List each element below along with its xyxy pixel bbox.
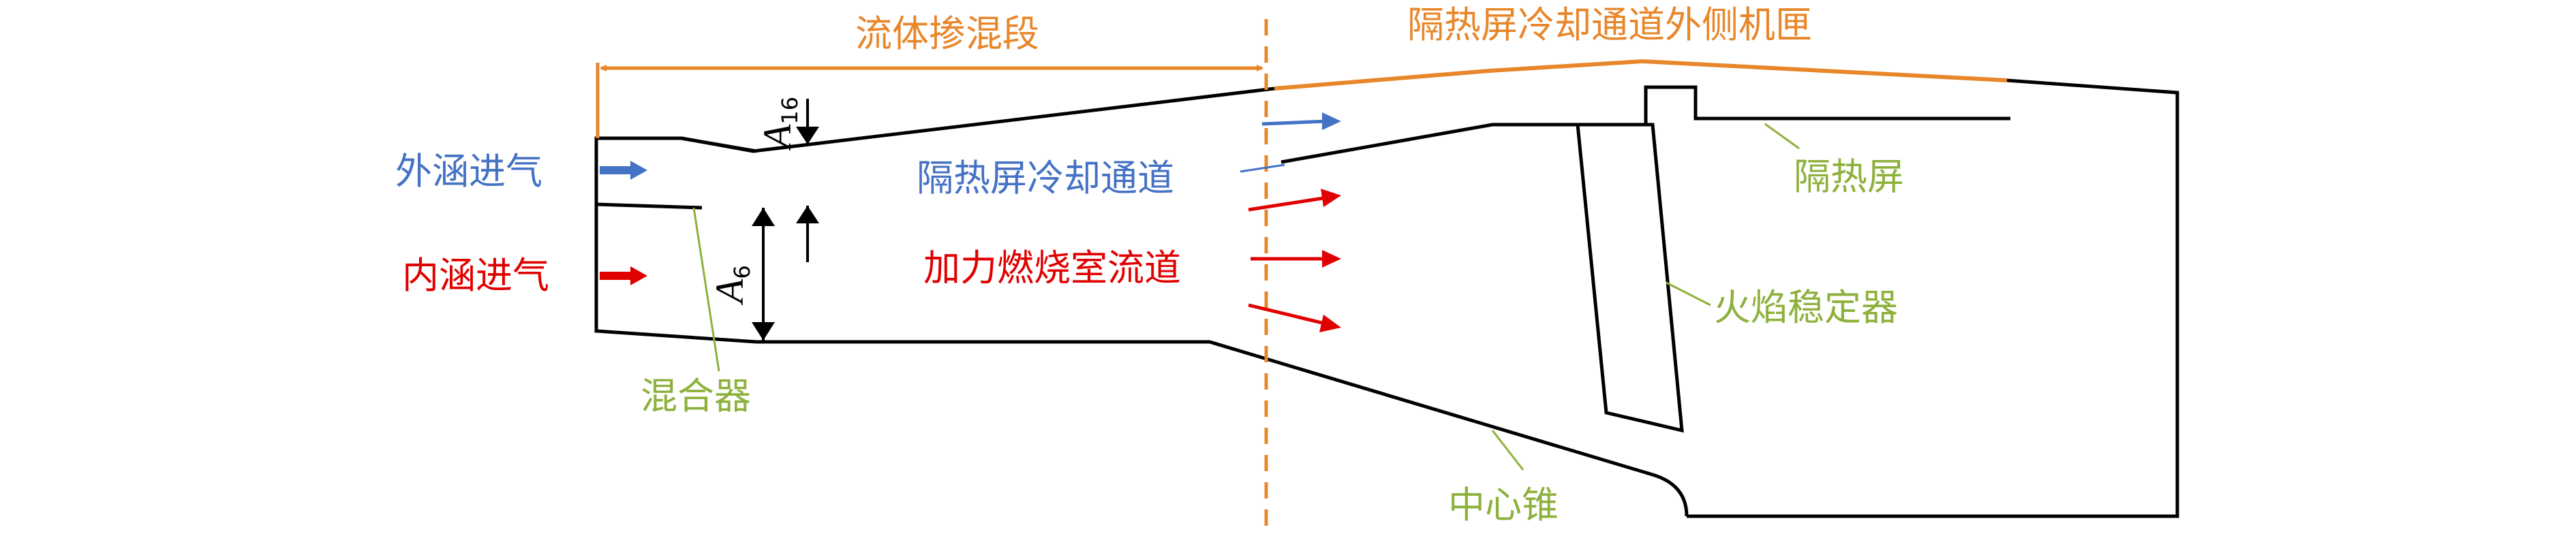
flame-holder-label: 火焰稳定器 [1714, 286, 1898, 329]
a16-label: A16 [755, 97, 803, 151]
flame-holder-leader [1666, 281, 1711, 306]
a6-label: A6 [707, 265, 755, 306]
center-cone-line [756, 340, 1653, 477]
bypass-inlet-label: 外涵进气 [395, 150, 542, 193]
casing-orange-line [1274, 59, 2008, 91]
afterburner-arrow-1 [1248, 189, 1341, 212]
casing-label: 隔热屏冷却通道外侧机匣 [1407, 3, 1812, 46]
heat-shield-leader [1764, 123, 1800, 150]
afterburner-channel-label: 加力燃烧室流道 [923, 247, 1181, 289]
casing-outline [594, 78, 2179, 518]
inner-structures [1281, 85, 2010, 433]
afterburner-arrow-2 [1251, 250, 1341, 268]
mixer-upper [681, 136, 757, 153]
center-cone-leader [1491, 430, 1524, 471]
core-inlet-arrow [600, 266, 647, 285]
heat-shield-label: 隔热屏 [1794, 155, 1904, 198]
cooling-leader [1240, 163, 1285, 173]
afterburner-arrow-3 [1248, 303, 1341, 332]
cooling-channel-label: 隔热屏冷却通道 [917, 157, 1174, 200]
mixer-lower-lip [596, 202, 703, 210]
center-cone-label: 中心锥 [1448, 484, 1559, 526]
inner-casing-lower [594, 86, 1275, 344]
casing-right-segment [1687, 78, 2179, 518]
a16-dimension: A16 [755, 97, 819, 262]
core-inlet-label: 内涵进气 [402, 254, 549, 297]
bypass-inlet-arrow [600, 161, 647, 180]
mixer-label: 混合器 [641, 375, 751, 417]
a6-dimension: A6 [707, 208, 775, 341]
center-cone-tail [1652, 473, 1689, 517]
cooling-channel-arrow [1261, 112, 1341, 130]
mixer-leader [692, 207, 720, 372]
mixing-section-label: 流体掺混段 [855, 12, 1039, 55]
flame-holder [1576, 123, 1684, 433]
mixer-converge [681, 136, 757, 153]
